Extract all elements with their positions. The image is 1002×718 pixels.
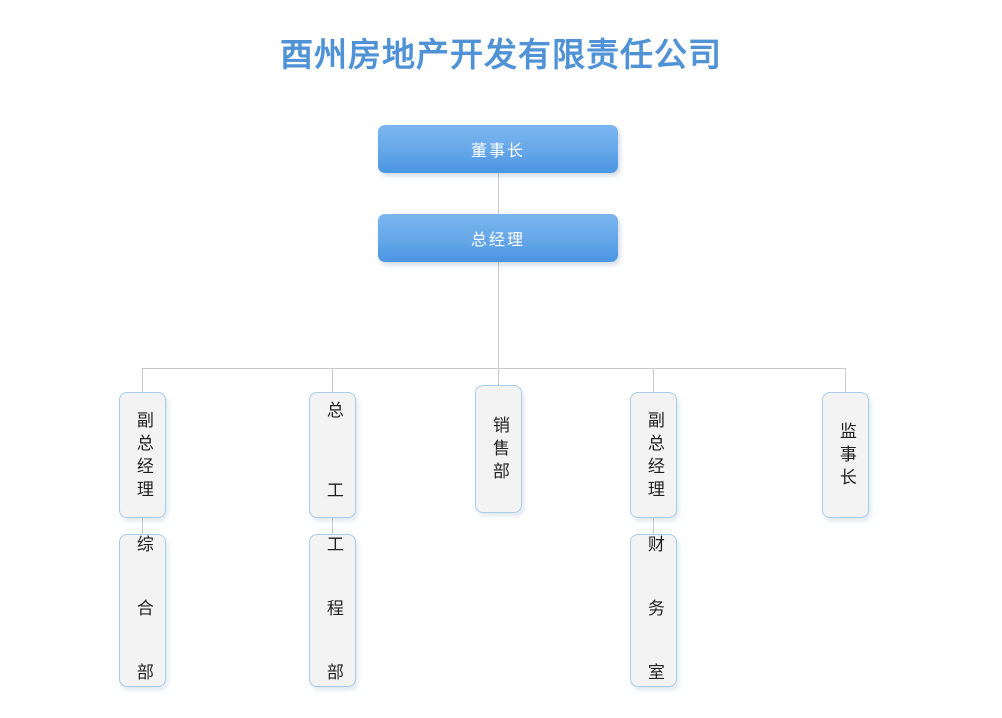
node-general-manager[interactable]: 总经理: [378, 214, 618, 262]
connector-chairman-to-gm: [498, 173, 499, 214]
connector-horizontal-bus: [142, 368, 846, 369]
connector-drop-sales-dept: [498, 368, 499, 385]
node-sales-dept-label: 销售部: [489, 416, 509, 485]
connector-deputy-gm-right-to-finance: [653, 518, 654, 534]
node-finance-office[interactable]: 财 务 室: [630, 534, 677, 694]
page-title: 酉州房地产开发有限责任公司: [280, 36, 722, 73]
node-general-manager-label: 总经理: [470, 232, 525, 249]
node-general-affairs-dept-label: 综 合 部: [133, 534, 153, 694]
node-chairman-label: 董事长: [470, 143, 525, 160]
connector-deputy-gm-left-to-general-affairs: [142, 518, 143, 534]
node-deputy-gm-right[interactable]: 副总经理: [630, 392, 677, 518]
connector-drop-deputy-gm-right: [653, 368, 654, 392]
connector-chief-engineer-to-engineering: [332, 518, 333, 534]
node-chief-engineer[interactable]: 总 工: [309, 392, 356, 520]
node-deputy-gm-left[interactable]: 副总经理: [119, 392, 166, 518]
node-chairman[interactable]: 董事长: [378, 125, 618, 173]
node-deputy-gm-left-label: 副总经理: [133, 410, 153, 503]
connector-drop-deputy-gm-left: [142, 368, 143, 392]
node-sales-dept[interactable]: 销售部: [475, 385, 522, 513]
connector-gm-to-bus: [498, 262, 499, 368]
node-engineering-dept[interactable]: 工 程 部: [309, 534, 356, 694]
connector-drop-chief-supervisor: [845, 368, 846, 392]
node-engineering-dept-label: 工 程 部: [323, 534, 343, 694]
node-chief-supervisor[interactable]: 监事长: [822, 392, 869, 518]
node-general-affairs-dept[interactable]: 综 合 部: [119, 534, 166, 694]
node-chief-engineer-label: 总 工: [323, 401, 343, 520]
node-deputy-gm-right-label: 副总经理: [644, 410, 664, 503]
node-finance-office-label: 财 务 室: [644, 534, 664, 694]
connector-drop-chief-engineer: [332, 368, 333, 392]
node-chief-supervisor-label: 监事长: [836, 422, 856, 491]
